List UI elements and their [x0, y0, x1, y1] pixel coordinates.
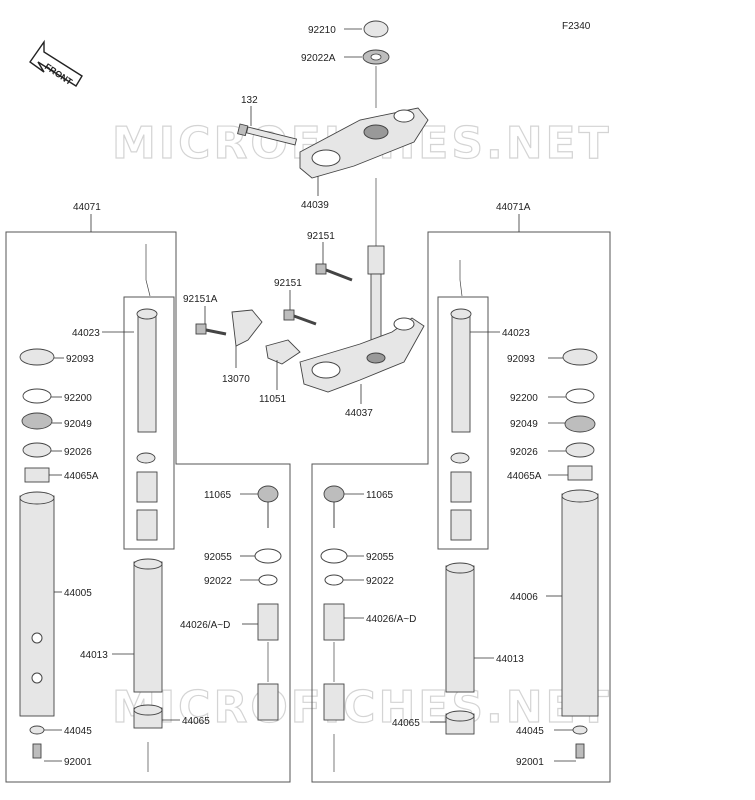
right-inner-box — [437, 296, 489, 550]
part-label: 92026 — [510, 447, 538, 458]
part-label: 92001 — [64, 757, 92, 768]
part-label: 92022A — [301, 53, 336, 64]
part-label: 92151A — [183, 294, 218, 305]
upper-triple-clamp — [237, 20, 429, 179]
part-label: 92151 — [307, 231, 335, 242]
part-label: 11065 — [204, 490, 232, 501]
part-label: 44045 — [516, 726, 544, 737]
part-label: 92093 — [507, 354, 535, 365]
part-label: 92049 — [64, 419, 92, 430]
part-label: 132 — [241, 95, 258, 106]
part-label: 44023 — [502, 328, 530, 339]
part-label: 92151 — [274, 278, 302, 289]
part-label: 44039 — [301, 200, 329, 211]
part-label: 44013 — [496, 654, 524, 665]
watermark-bottom: MICROFICHES.NET — [112, 682, 612, 733]
part-label: 44005 — [64, 588, 92, 599]
leader-lines — [44, 28, 576, 762]
part-label: 44026/A~D — [366, 614, 416, 625]
part-label: 11065 — [366, 490, 394, 501]
assembly-label-right: 44071A — [496, 202, 531, 213]
part-label: 92022 — [204, 576, 232, 587]
part-label: 92001 — [516, 757, 544, 768]
part-label: 44037 — [345, 408, 373, 419]
right-fork-box — [311, 231, 611, 783]
part-label: 92200 — [510, 393, 538, 404]
assembly-label-left: 44071 — [73, 202, 101, 213]
part-label: 44065A — [64, 471, 99, 482]
part-label: 44065A — [507, 471, 542, 482]
part-label: 92093 — [66, 354, 94, 365]
part-label: 92026 — [64, 447, 92, 458]
bracket-and-bolts — [195, 263, 353, 365]
part-label: 92055 — [204, 552, 232, 563]
part-label: 92200 — [64, 393, 92, 404]
part-label: 92210 — [308, 25, 336, 36]
left-inner-box — [123, 296, 175, 550]
left-fork-box — [5, 231, 291, 783]
part-label: 44013 — [80, 650, 108, 661]
part-labels: 92210 92022A 132 44039 92151 92151 92151… — [64, 25, 544, 768]
part-label: 13070 — [222, 374, 250, 385]
part-label: 92055 — [366, 552, 394, 563]
part-label: 92049 — [510, 419, 538, 430]
front-arrow-icon: FRONT — [29, 39, 83, 87]
figure-code: F2340 — [562, 21, 591, 32]
part-label: 44045 — [64, 726, 92, 737]
part-label: 44023 — [72, 328, 100, 339]
part-label: 44065 — [182, 716, 210, 727]
left-fork-parts — [19, 244, 282, 772]
right-fork-parts — [320, 260, 599, 772]
part-label: 92022 — [366, 576, 394, 587]
part-label: 44026/A~D — [180, 620, 230, 631]
part-label: 11051 — [259, 394, 287, 405]
part-label: 44006 — [510, 592, 538, 603]
part-label: 44065 — [392, 718, 420, 729]
steering-stem — [299, 245, 425, 393]
